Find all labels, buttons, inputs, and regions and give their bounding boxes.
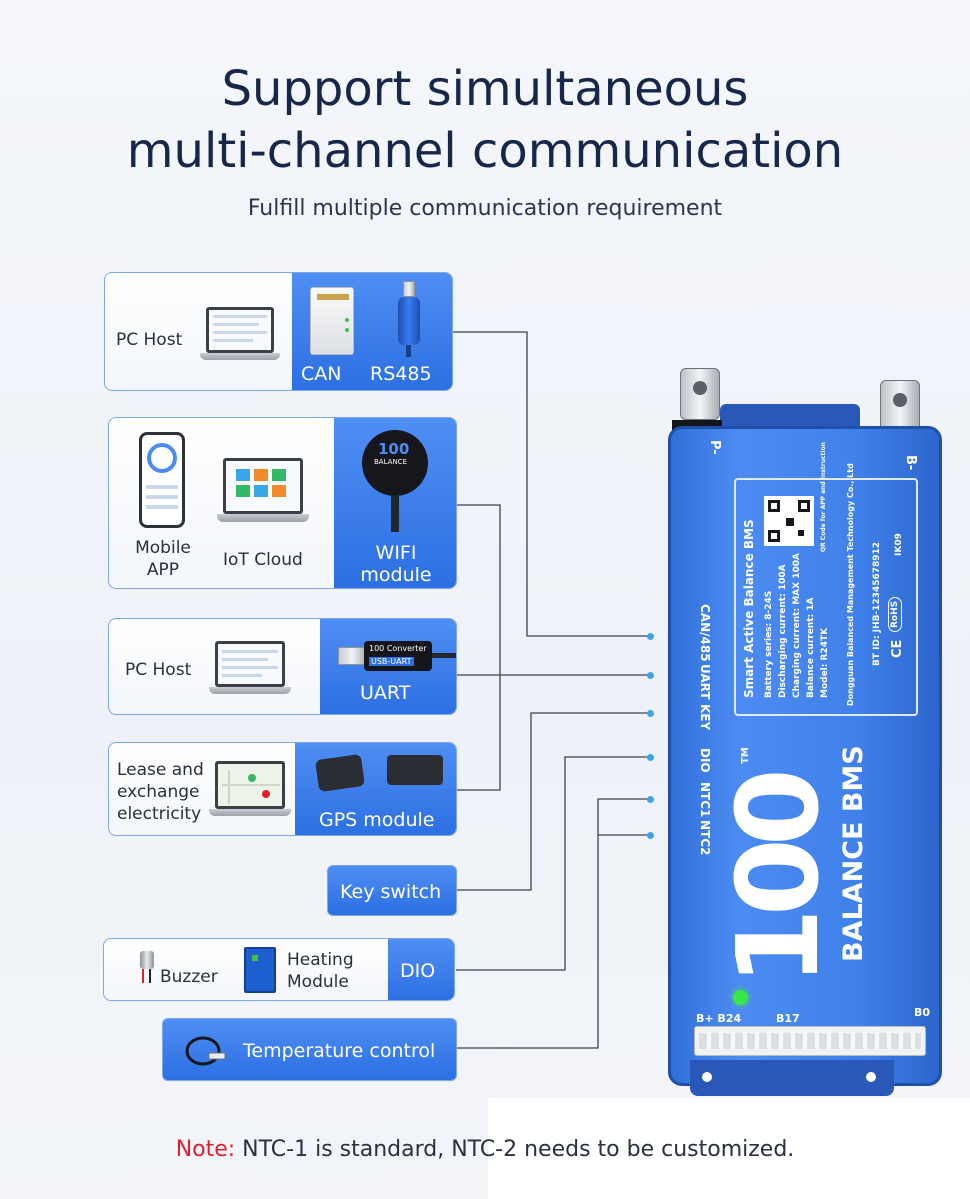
buzzer-icon bbox=[138, 951, 156, 985]
title-line-2: multi-channel communication bbox=[126, 123, 844, 179]
page-subtitle: Fulfill multiple communication requireme… bbox=[247, 196, 723, 221]
mobile-phone-icon bbox=[139, 432, 185, 528]
temperature-control-label: Temperature control bbox=[243, 1040, 436, 1062]
dio-label: DIO bbox=[400, 960, 436, 982]
port-dot-ntc2 bbox=[647, 832, 654, 839]
card-uart: PC Host 100 Converter USB-UART UART bbox=[108, 618, 457, 715]
port-label-ntc1: NTC1 bbox=[698, 782, 712, 818]
bms-spec-3: Balance current: 1A bbox=[806, 597, 816, 698]
bms-product-title: Smart Active Balance BMS bbox=[742, 519, 756, 698]
lease-exchange-label: Lease and exchange electricity bbox=[117, 760, 204, 824]
heating-module-label: Heating Module bbox=[287, 950, 354, 992]
balance-connector bbox=[694, 1026, 926, 1056]
port-dot-key bbox=[647, 710, 654, 717]
card-dio: Buzzer Heating Module DIO bbox=[103, 938, 455, 1001]
iot-cloud-laptop-icon bbox=[217, 458, 309, 528]
port-label-uart: UART bbox=[698, 664, 712, 700]
port-dot-ntc1 bbox=[647, 796, 654, 803]
note-prefix: Note: bbox=[175, 1137, 236, 1162]
note-text: NTC-1 is standard, NTC-2 needs to be cus… bbox=[235, 1137, 795, 1162]
dio-panel: DIO bbox=[388, 939, 454, 1000]
bms-spec-4: Model: R24TK bbox=[820, 627, 830, 698]
port-dot-can bbox=[647, 633, 654, 640]
rs485-adapter-icon bbox=[398, 297, 420, 345]
key-switch-label: Key switch bbox=[340, 881, 442, 903]
usb-plug-icon bbox=[403, 281, 415, 297]
bms-spec-1: Discharging current: 100A bbox=[778, 564, 788, 698]
uart-pc-host-label: PC Host bbox=[125, 660, 192, 680]
brand-logo-100: 100 bbox=[714, 776, 844, 986]
usb-uart-plug-icon bbox=[338, 647, 366, 665]
card-wifi: Mobile APP IoT Cloud 100 BALANCE WIFI mo… bbox=[108, 417, 457, 589]
card-temperature-control: Temperature control bbox=[162, 1018, 457, 1081]
uart-panel: 100 Converter USB-UART UART bbox=[320, 619, 456, 714]
terminal-b-lug bbox=[880, 380, 920, 432]
card-key-switch: Key switch bbox=[327, 865, 457, 916]
line-dio bbox=[456, 756, 650, 971]
map-laptop-icon bbox=[209, 761, 291, 821]
gps-device-icon bbox=[314, 753, 366, 793]
buzzer-label: Buzzer bbox=[160, 967, 218, 987]
pc-host-label: PC Host bbox=[116, 330, 183, 350]
page-title: Support simultaneous multi-channel commu… bbox=[0, 58, 970, 182]
wifi-module-panel: 100 BALANCE WIFI module bbox=[334, 418, 456, 588]
port-dot-uart bbox=[647, 672, 654, 679]
uart-laptop-icon bbox=[209, 641, 291, 699]
heating-module-icon bbox=[244, 947, 276, 993]
card-can-rs485: PC Host CAN RS485 bbox=[104, 272, 453, 391]
ce-mark: CE bbox=[890, 639, 905, 658]
temperature-sensor-icon bbox=[185, 1036, 226, 1066]
footnote: Note: NTC-1 is standard, NTC-2 needs to … bbox=[0, 1137, 970, 1162]
title-line-1: Support simultaneous bbox=[221, 61, 749, 117]
qr-caption: QR Code for APP and Instruction bbox=[820, 442, 827, 552]
bms-spec-2: Charging current: MAX 100A bbox=[792, 553, 802, 698]
line-ntc1 bbox=[456, 798, 650, 1049]
bottom-label-right: B0 bbox=[914, 1006, 931, 1019]
can-module-icon bbox=[310, 287, 354, 355]
line-can bbox=[452, 331, 650, 637]
terminal-p-lug bbox=[680, 368, 720, 420]
mobile-app-label: Mobile APP bbox=[135, 538, 191, 580]
shelf-background bbox=[488, 1098, 970, 1199]
can-rs485-panel: CAN RS485 bbox=[292, 273, 452, 390]
status-led bbox=[733, 990, 748, 1005]
gps-case-icon bbox=[387, 755, 443, 785]
line-wifi bbox=[456, 504, 501, 791]
port-label-can485: CAN/485 bbox=[698, 604, 712, 662]
rohs-mark: RoHS bbox=[888, 596, 902, 632]
port-label-dio: DIO bbox=[698, 748, 712, 773]
qr-code-icon bbox=[764, 496, 814, 546]
iot-cloud-label: IoT Cloud bbox=[223, 550, 303, 570]
port-label-key: KEY bbox=[698, 704, 712, 731]
gps-panel: GPS module bbox=[295, 743, 456, 835]
rs485-label: RS485 bbox=[370, 363, 432, 385]
bottom-label-mid: B17 bbox=[776, 1012, 800, 1025]
terminal-p-label: P- bbox=[707, 440, 722, 455]
port-dot-dio bbox=[647, 754, 654, 761]
card-gps: Lease and exchange electricity GPS modul… bbox=[108, 742, 457, 836]
laptop-icon bbox=[200, 307, 280, 369]
bms-bottom-bracket bbox=[690, 1060, 894, 1096]
bms-spec-0: Battery series: 8-24S bbox=[764, 590, 774, 698]
port-label-ntc2: NTC2 bbox=[698, 820, 712, 856]
bottom-label-left: B+ B24 bbox=[696, 1012, 742, 1025]
terminal-b-label: B- bbox=[903, 455, 918, 471]
usb-uart-converter-icon: 100 Converter USB-UART bbox=[364, 641, 432, 671]
line-key bbox=[456, 712, 650, 891]
uart-label: UART bbox=[360, 682, 411, 704]
manufacturer-label: Dongguan Balanced Management Technology … bbox=[846, 463, 855, 706]
wifi-module-label: WIFI module bbox=[360, 542, 432, 586]
bms-spec-label bbox=[734, 478, 918, 716]
bt-id-label: BT ID: JHB-12345678912 bbox=[872, 541, 882, 666]
gps-module-label: GPS module bbox=[319, 809, 435, 831]
brand-name: BALANCE BMS bbox=[838, 745, 869, 962]
model-code-label: IK09 bbox=[894, 533, 904, 556]
wifi-module-icon: 100 BALANCE bbox=[362, 430, 428, 496]
can-label: CAN bbox=[301, 363, 342, 385]
trademark-label: TM bbox=[740, 747, 751, 764]
